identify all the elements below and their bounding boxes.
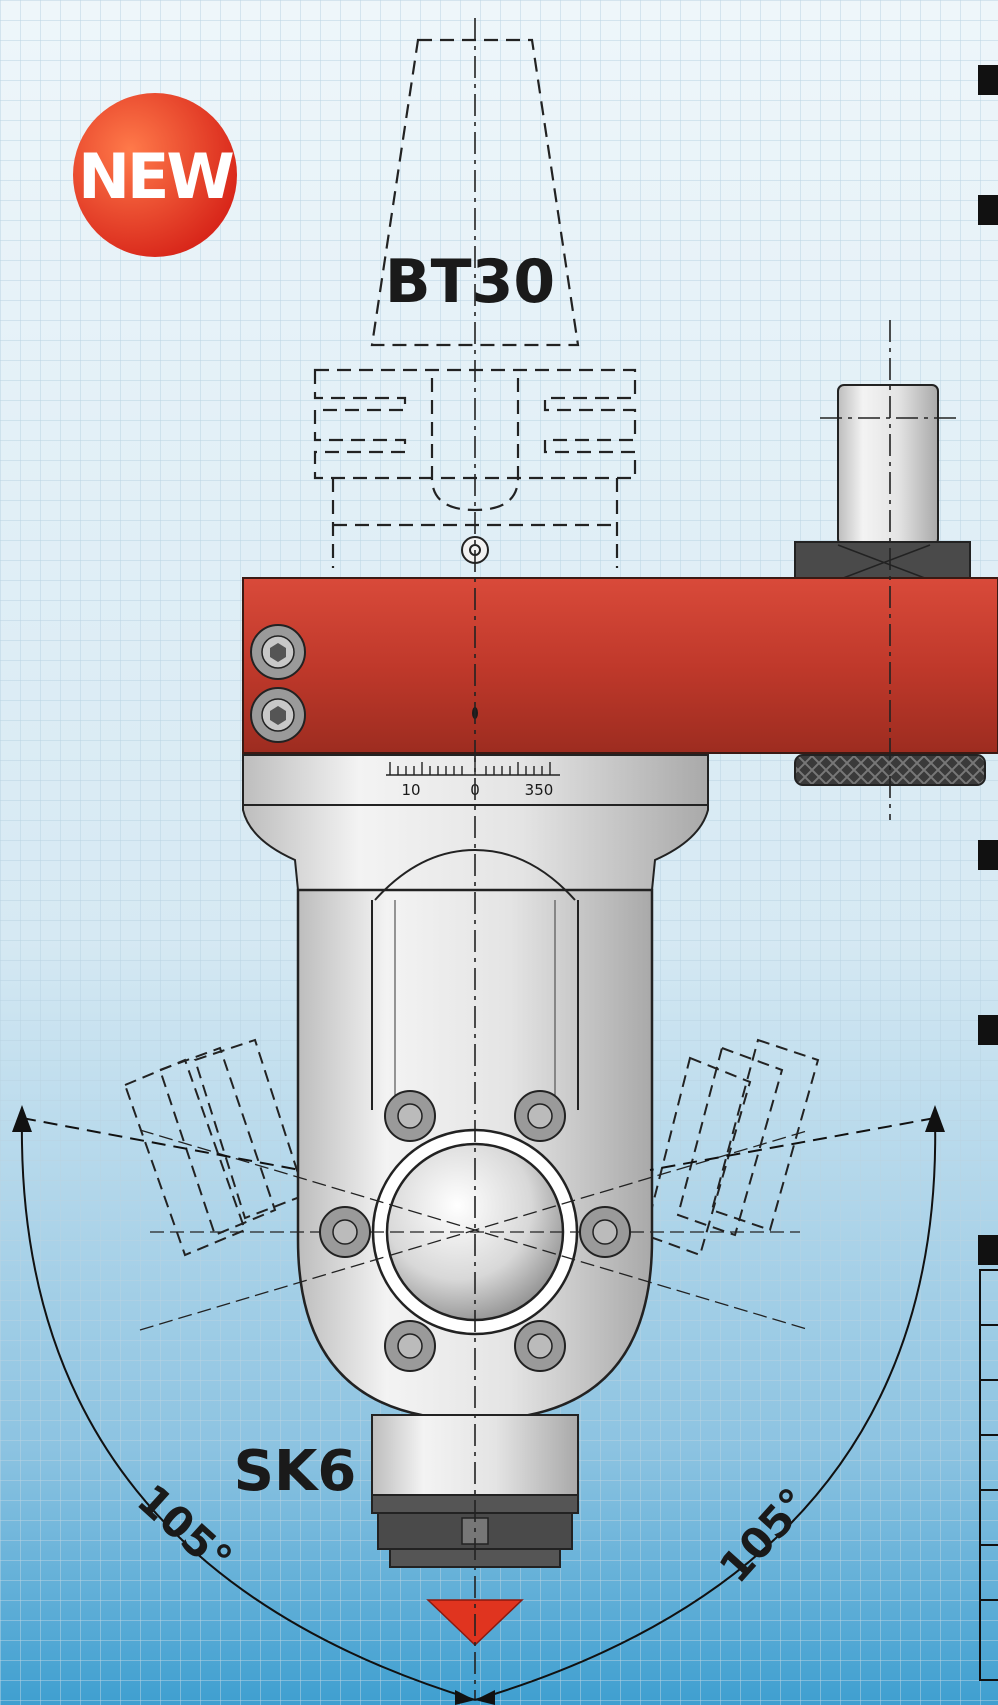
sk6-label: SK6: [234, 1439, 357, 1504]
bt30-label: BT30: [385, 247, 555, 317]
socket-screw-icon: [319, 1206, 371, 1258]
arc-arrowheads: [12, 1105, 945, 1705]
new-badge-icon: NEW: [73, 93, 237, 257]
scale-label-right: 350: [525, 781, 554, 799]
stop-pin: [794, 384, 971, 583]
clamping-arm: [242, 577, 998, 754]
tilt-position-right: [643, 1038, 820, 1257]
socket-screw-icon: [579, 1206, 631, 1258]
scale-label-left: 10: [401, 781, 420, 799]
socket-screw-icon: [514, 1090, 566, 1142]
socket-screw-icon: [250, 687, 306, 743]
socket-screw-icon: [384, 1090, 436, 1142]
new-badge-label: NEW: [78, 140, 233, 213]
socket-screw-icon: [250, 624, 306, 680]
tilt-angle-arc: [20, 1117, 937, 1701]
tilt-position-left: [123, 1038, 307, 1257]
socket-screw-icon: [384, 1320, 436, 1372]
page-edge-markers: [978, 65, 998, 1265]
table-edge: [979, 1269, 998, 1681]
socket-screw-icon: [514, 1320, 566, 1372]
